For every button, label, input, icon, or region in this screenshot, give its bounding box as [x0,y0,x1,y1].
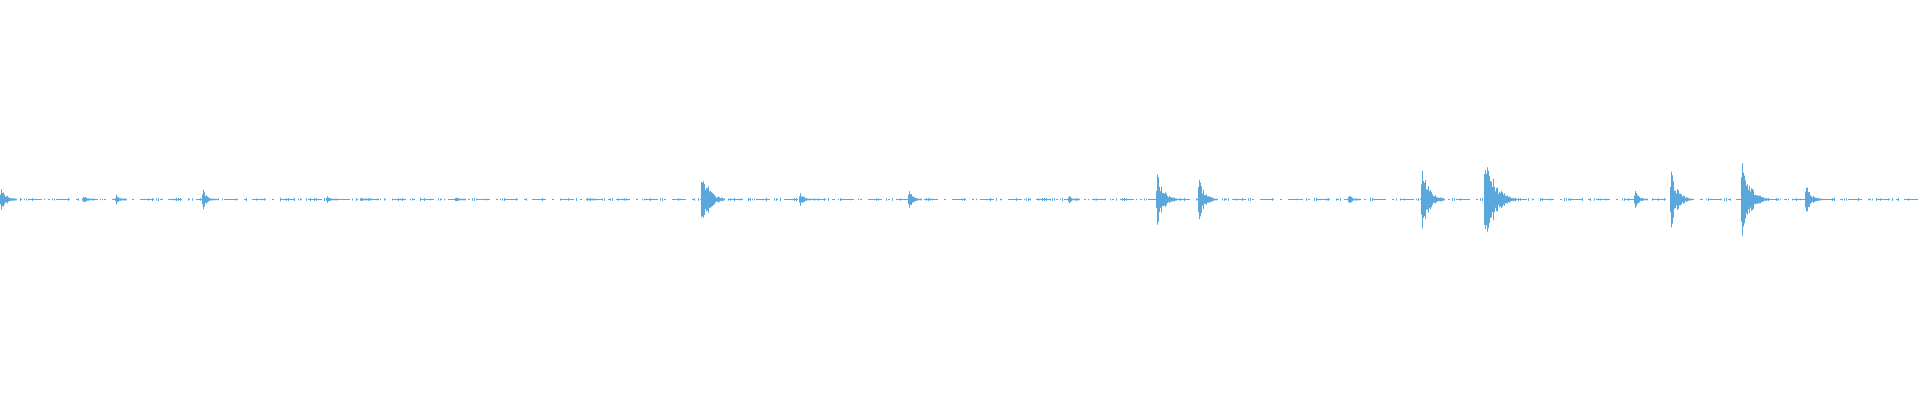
waveform-samples [0,163,1909,236]
